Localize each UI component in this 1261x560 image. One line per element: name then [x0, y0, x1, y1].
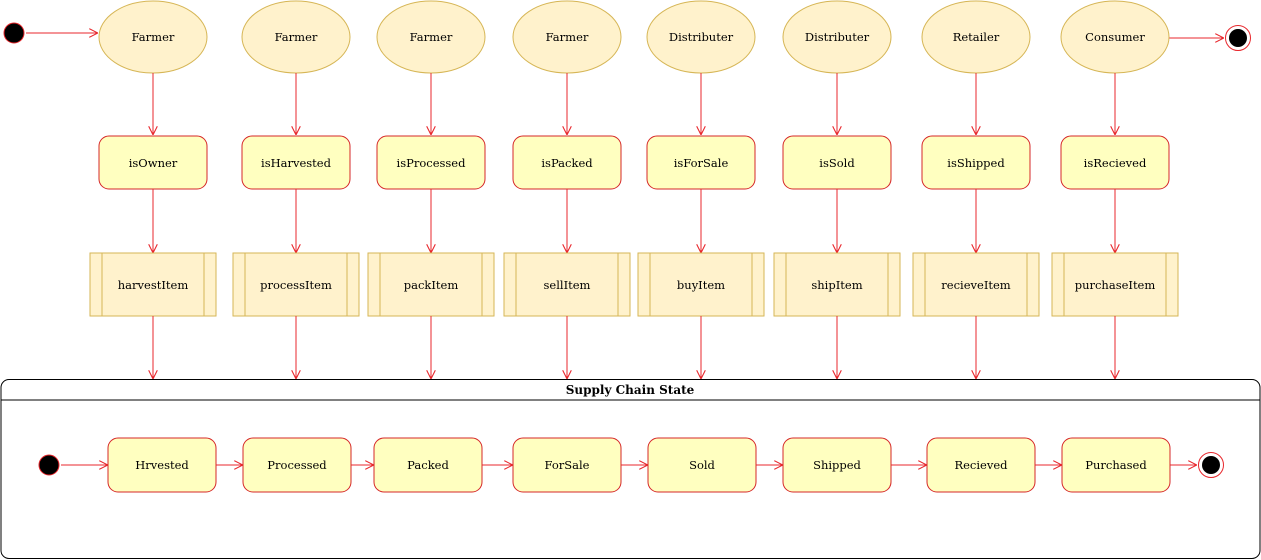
state-node: isPacked — [512, 135, 622, 190]
flow-state-label: Shipped — [813, 458, 861, 472]
actor-label: Farmer — [132, 30, 175, 44]
state-label: isPacked — [541, 156, 593, 170]
actor-node: Distributer — [646, 0, 756, 74]
flow-state-label: Purchased — [1085, 458, 1147, 472]
flow-state-label: Sold — [689, 458, 715, 472]
state-label: isSold — [819, 156, 855, 170]
process-node: buyItem — [637, 252, 765, 317]
flow-state-label: ForSale — [545, 458, 590, 472]
column-1: Farmer isOwner harvestItem — [89, 0, 217, 378]
process-label: sellItem — [544, 278, 591, 292]
actor-node: Farmer — [98, 0, 208, 74]
process-label: shipItem — [811, 278, 862, 292]
flow-state-node: Sold — [647, 437, 757, 493]
actor-node: Farmer — [376, 0, 486, 74]
state-node: isHarvested — [241, 135, 351, 190]
state-label: isHarvested — [261, 156, 332, 170]
state-node: isRecieved — [1060, 135, 1170, 190]
top-end-node — [1229, 29, 1247, 47]
state-label: isRecieved — [1084, 156, 1147, 170]
state-node: isSold — [782, 135, 892, 190]
actor-label: Farmer — [410, 30, 453, 44]
process-node: processItem — [232, 252, 360, 317]
flow-state-node: Processed — [242, 437, 352, 493]
top-start-node — [3, 22, 25, 44]
process-label: processItem — [260, 278, 332, 292]
flow-end-node — [1202, 456, 1220, 474]
state-label: isOwner — [129, 156, 178, 170]
actor-label: Farmer — [546, 30, 589, 44]
actor-label: Retailer — [953, 30, 1000, 44]
flow-end-node-ring — [1198, 452, 1224, 478]
state-node: isProcessed — [376, 135, 486, 190]
actor-node: Farmer — [512, 0, 622, 74]
actor-label: Consumer — [1085, 30, 1145, 44]
process-node: harvestItem — [89, 252, 217, 317]
process-label: recieveItem — [941, 278, 1010, 292]
state-node: isForSale — [646, 135, 756, 190]
supply-chain-state-container: Supply Chain State — [0, 379, 1261, 559]
process-node: recieveItem — [912, 252, 1040, 317]
container-title: Supply Chain State — [566, 383, 695, 397]
actor-label: Distributer — [805, 30, 870, 44]
column-8: Consumer isRecieved purchaseItem — [1051, 0, 1179, 378]
state-node: isOwner — [98, 135, 208, 190]
process-label: buyItem — [677, 278, 725, 292]
column-7: Retailer isShipped recieveItem — [912, 0, 1040, 378]
top-flow-markers — [3, 22, 1251, 51]
actor-node: Consumer — [1060, 0, 1170, 74]
flow-state-node: Shipped — [782, 437, 892, 493]
actor-node: Farmer — [241, 0, 351, 74]
flow-state-node: Recieved — [926, 437, 1036, 493]
column-4: Farmer isPacked sellItem — [503, 0, 631, 378]
flow-state-label: Processed — [267, 458, 327, 472]
process-label: purchaseItem — [1075, 278, 1156, 292]
column-6: Distributer isSold shipItem — [773, 0, 901, 378]
flow-state-label: Hrvested — [135, 458, 189, 472]
process-node: sellItem — [503, 252, 631, 317]
process-node: purchaseItem — [1051, 252, 1179, 317]
column-5: Distributer isForSale buyItem — [637, 0, 765, 378]
column-2: Farmer isHarvested processItem — [232, 0, 360, 378]
flow-state-node: ForSale — [512, 437, 622, 493]
state-label: isShipped — [947, 156, 1005, 170]
process-label: packItem — [404, 278, 459, 292]
actor-label: Distributer — [669, 30, 734, 44]
top-end-node-ring — [1225, 25, 1251, 51]
state-node: isShipped — [921, 135, 1031, 190]
actor-node: Distributer — [782, 0, 892, 74]
columns: Farmer isOwner harvestItem Farmer isHarveste… — [89, 0, 1179, 378]
flow-state-label: Recieved — [954, 458, 1008, 472]
process-node: shipItem — [773, 252, 901, 317]
actor-label: Farmer — [275, 30, 318, 44]
column-3: Farmer isProcessed packItem — [367, 0, 495, 378]
flow-state-label: Packed — [407, 458, 449, 472]
actor-node: Retailer — [921, 0, 1031, 74]
flow-start-node — [38, 454, 60, 476]
process-node: packItem — [367, 252, 495, 317]
state-label: isProcessed — [397, 156, 467, 170]
state-flow: Hrvested Processed Packed ForSale Sold Shippe… — [38, 437, 1224, 493]
flow-state-node: Packed — [373, 437, 483, 493]
flow-state-node: Purchased — [1061, 437, 1171, 493]
state-label: isForSale — [674, 156, 729, 170]
flow-state-node: Hrvested — [107, 437, 217, 493]
process-label: harvestItem — [118, 278, 189, 292]
